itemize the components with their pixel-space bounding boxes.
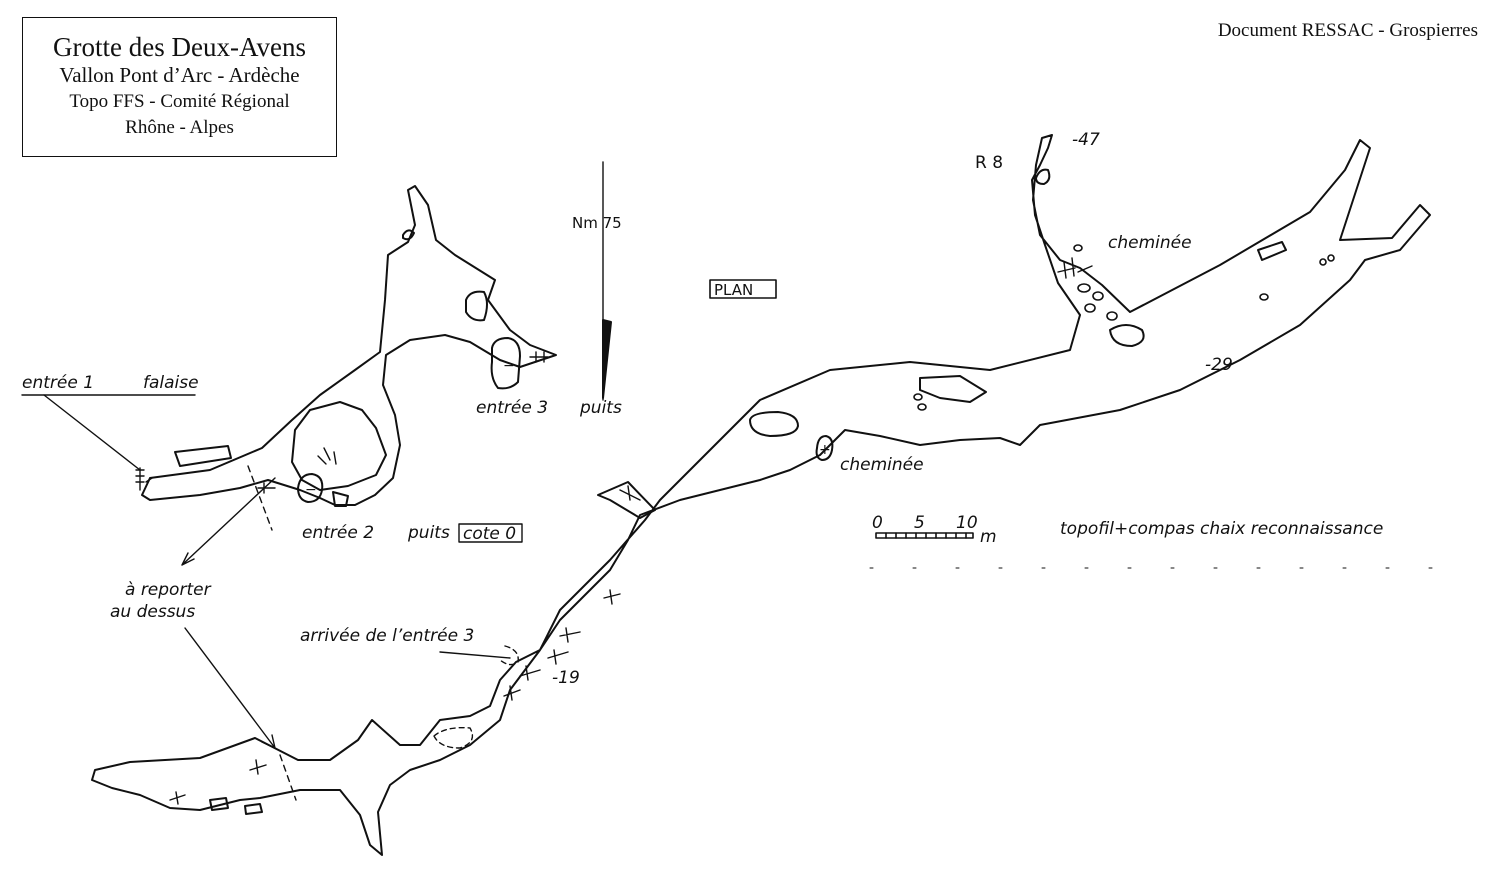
label-cheminee-2: cheminée [840, 455, 924, 475]
cote0-box [458, 523, 523, 543]
pillar-main-4 [1257, 241, 1287, 261]
leader-lines [21, 394, 523, 801]
entrance-2-shaft [297, 473, 324, 503]
cheminee-circle [815, 435, 834, 461]
reporter-arrow-down [184, 627, 276, 749]
dashed-section-2 [279, 754, 297, 801]
north-arrow [602, 161, 612, 401]
arrivee-arrow [439, 651, 511, 659]
depth-47: -47 [1072, 130, 1100, 150]
north-label: Nm 75 [572, 214, 622, 232]
label-r8: R 8 [975, 153, 1003, 173]
minus-icon: − [503, 358, 515, 374]
cave-name: Grotte des Deux-Avens [53, 32, 306, 62]
survey-source: Topo FFS - Comité Régional [69, 91, 290, 112]
r8-shaft [1035, 168, 1051, 185]
pillar-lower-1 [209, 797, 229, 811]
scale-tick-5: 5 [914, 513, 925, 533]
minus-icon: − [305, 482, 317, 498]
reporter-arrow-up [181, 477, 276, 566]
pillar-lower-2 [244, 803, 263, 815]
pillar-mid-left [332, 491, 349, 507]
label-entree-2: entrée 2 [302, 523, 374, 543]
cave-passage-upper-left [141, 185, 557, 506]
survey-region: Rhône - Alpes [125, 117, 234, 138]
dashed-section-1 [247, 465, 273, 531]
label-arrivee: arrivée de l’entrée 3 [300, 626, 474, 646]
label-reporter-2: au dessus [110, 602, 195, 622]
depth-29: -29 [1205, 355, 1233, 375]
pillar-upper-left [465, 290, 488, 322]
document-credit: Document RESSAC - Grospierres [1217, 20, 1478, 41]
label-puits-2: puits [407, 523, 450, 543]
pillar-main-2 [919, 375, 987, 403]
cliff-marks [135, 467, 153, 491]
label-falaise: falaise [143, 373, 199, 393]
pillar-main-3 [1109, 324, 1145, 347]
label-entree-3: entrée 3 [476, 398, 548, 418]
label-cote-0: cote 0 [463, 524, 516, 544]
depth-19: -19 [552, 668, 580, 688]
label-cheminee-1: cheminée [1108, 233, 1192, 253]
plan-label: PLAN [714, 281, 753, 299]
scale-bar [875, 532, 974, 539]
survey-method: topofil+compas chaix reconnaissance [1060, 519, 1383, 539]
pillar-small-left [402, 229, 415, 241]
plus-icon: + [819, 442, 831, 458]
pillar-main-1 [749, 411, 799, 437]
scale-tick-10: 10 [956, 513, 978, 533]
plan-box [709, 279, 777, 299]
scale-tick-0: 0 [872, 513, 883, 533]
label-puits-3: puits [579, 398, 622, 418]
entrance-2-chamber [291, 401, 387, 491]
side-passage-west [597, 481, 656, 519]
entrance-1-chamber [174, 445, 232, 467]
boulders [913, 244, 1335, 411]
label-reporter-1: à reporter [125, 580, 212, 600]
dashed-loop-lower [433, 726, 474, 749]
scale-unit: m [980, 527, 997, 547]
entrance-3-shaft [490, 337, 521, 390]
label-entree-1: entrée 1 [22, 373, 94, 393]
title-box: Grotte des Deux-Avens Vallon Pont d’Arc … [22, 17, 337, 157]
entree1-leader [43, 394, 141, 471]
cave-location: Vallon Pont d’Arc - Ardèche [59, 63, 300, 87]
dashed-loop-arrivee [499, 645, 519, 666]
main-gallery [91, 134, 1431, 856]
